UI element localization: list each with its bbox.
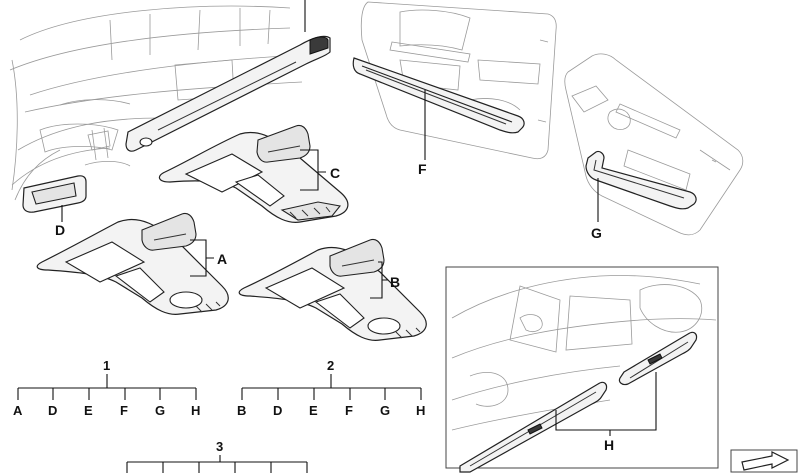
dashboard-sketch <box>9 5 303 201</box>
part-a <box>36 212 229 315</box>
kit-number: 2 <box>327 358 334 373</box>
kit-number: 3 <box>216 439 223 454</box>
kit-item: D <box>273 403 282 418</box>
rear-door-sketch <box>564 53 744 236</box>
callout-g: G <box>591 225 602 241</box>
bracket-c <box>300 149 326 191</box>
kit-item: G <box>155 403 165 418</box>
bracket-a <box>190 239 214 277</box>
part-f <box>352 57 525 134</box>
kit-item: B <box>237 403 246 418</box>
kit-item: F <box>345 403 353 418</box>
kit-item: D <box>48 403 57 418</box>
part-g <box>585 150 697 210</box>
callout-d: D <box>55 222 65 238</box>
kit-tree-2: 2 B D E F G H <box>237 358 425 418</box>
callout-h: H <box>604 437 614 453</box>
part-c <box>158 124 349 223</box>
bracket-b <box>370 261 388 299</box>
bracket-h <box>555 372 657 436</box>
callout-b: B <box>390 274 400 290</box>
kit-item: E <box>84 403 93 418</box>
callout-a: A <box>217 251 227 267</box>
kit-item: G <box>380 403 390 418</box>
kit-item: A <box>13 403 23 418</box>
kit-item: F <box>120 403 128 418</box>
kit-item: H <box>191 403 200 418</box>
inset-box-h <box>445 266 719 469</box>
callout-c: C <box>330 165 340 181</box>
part-b <box>238 238 427 341</box>
kit-number: 1 <box>103 358 110 373</box>
kit-tree-1: 1 A D E F G H <box>13 358 200 418</box>
kit-item: E <box>309 403 318 418</box>
callout-f: F <box>418 161 427 177</box>
kit-item: H <box>416 403 425 418</box>
part-d <box>22 175 87 213</box>
part-h <box>459 331 698 473</box>
kit-tree-3: 3 <box>126 439 308 473</box>
arrow-icon <box>730 449 798 473</box>
dashboard-trim-strip <box>125 35 331 152</box>
front-door-sketch <box>360 1 557 160</box>
